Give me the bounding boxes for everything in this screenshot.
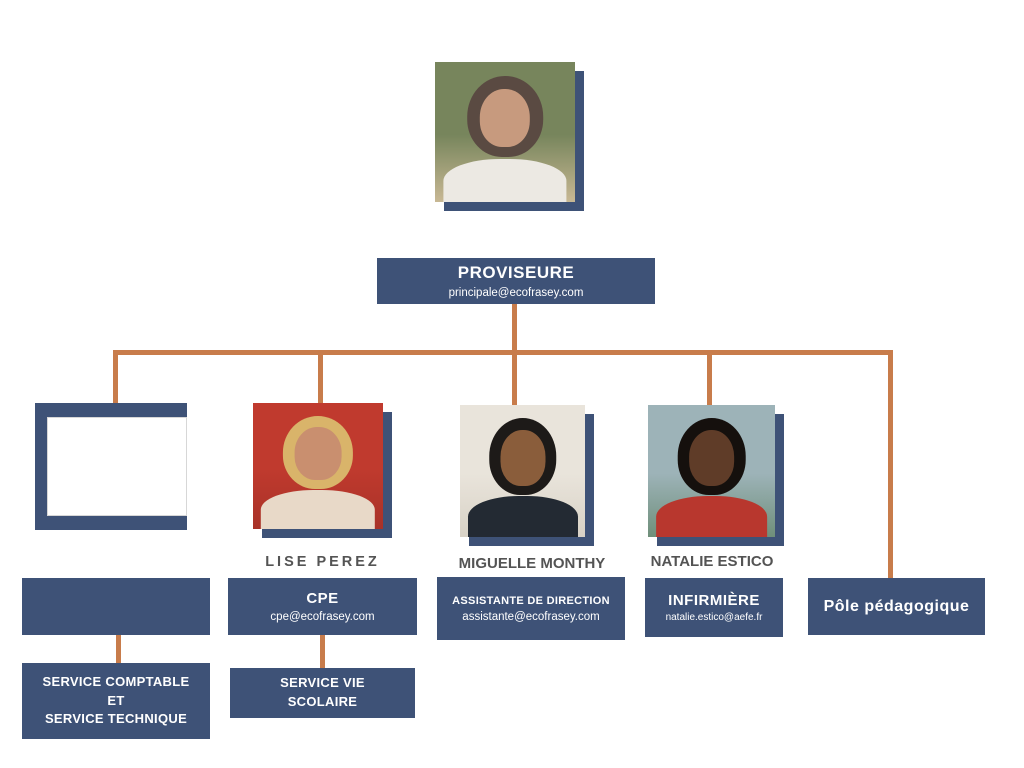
service-comptable-line-3: SERVICE TECHNIQUE [44, 711, 188, 727]
connector-main-horizontal [113, 350, 893, 355]
service-comptable-line-1: SERVICE COMPTABLE [42, 673, 190, 689]
connector-drop-assistante [512, 350, 517, 407]
service-vie-scolaire-box: SERVICE VIE SCOLAIRE [230, 668, 415, 718]
assistante-email: assistante@ecofrasey.com [462, 610, 600, 623]
service-vie-line-2: SCOLAIRE [287, 694, 358, 709]
proviseure-photo [435, 62, 575, 202]
photo-torso-shape [655, 496, 768, 537]
proviseure-box: PROVISEURE principale@ecofrasey.com [377, 258, 655, 304]
photo-face-shape [294, 426, 342, 480]
infirmiere-box: INFIRMIÈRE natalie.estico@aefe.fr [645, 578, 783, 637]
photo-torso-shape [260, 489, 376, 529]
photo-face-shape [479, 88, 531, 148]
photo-torso-shape [443, 158, 567, 202]
connector-vacant-service [116, 635, 121, 663]
proviseure-title: PROVISEURE [457, 263, 575, 282]
connector-drop-vacant [113, 350, 118, 405]
connector-drop-cpe [318, 350, 323, 405]
assistante-box: ASSISTANTE DE DIRECTION assistante@ecofr… [437, 577, 625, 640]
photo-face-shape [500, 430, 545, 486]
cpe-title: CPE [306, 590, 339, 607]
infirmiere-photo [648, 405, 775, 537]
cpe-email: cpe@ecofrasey.com [270, 611, 375, 623]
photo-torso-shape [467, 496, 578, 537]
assistante-title: ASSISTANTE DE DIRECTION [452, 594, 610, 607]
photo-face-shape [688, 430, 735, 486]
infirmiere-email: natalie.estico@aefe.fr [665, 612, 763, 623]
assistante-person-name: MIGUELLE MONTHY [458, 555, 606, 572]
cpe-box: CPE cpe@ecofrasey.com [228, 578, 417, 635]
connector-drop-infirmiere [707, 350, 712, 407]
service-comptable-line-2: ET [107, 692, 125, 708]
vacant-photo-placeholder [47, 417, 187, 516]
connector-cpe-service [320, 635, 325, 668]
pole-pedagogique-box: Pôle pédagogique [808, 578, 985, 635]
assistante-photo [460, 405, 585, 537]
pole-pedagogique-title: Pôle pédagogique [823, 597, 970, 615]
service-vie-line-1: SERVICE VIE [280, 675, 365, 691]
connector-root-drop [512, 304, 517, 350]
connector-drop-pole [888, 350, 893, 578]
infirmiere-title: INFIRMIÈRE [668, 592, 760, 609]
cpe-person-name: LISE PEREZ [265, 554, 380, 570]
cpe-photo [253, 403, 383, 529]
proviseure-email: principale@ecofrasey.com [448, 287, 584, 299]
service-comptable-box: SERVICE COMPTABLE ET SERVICE TECHNIQUE [22, 663, 210, 739]
vacant-title-box [22, 578, 210, 635]
infirmiere-person-name: NATALIE ESTICO [650, 553, 774, 570]
